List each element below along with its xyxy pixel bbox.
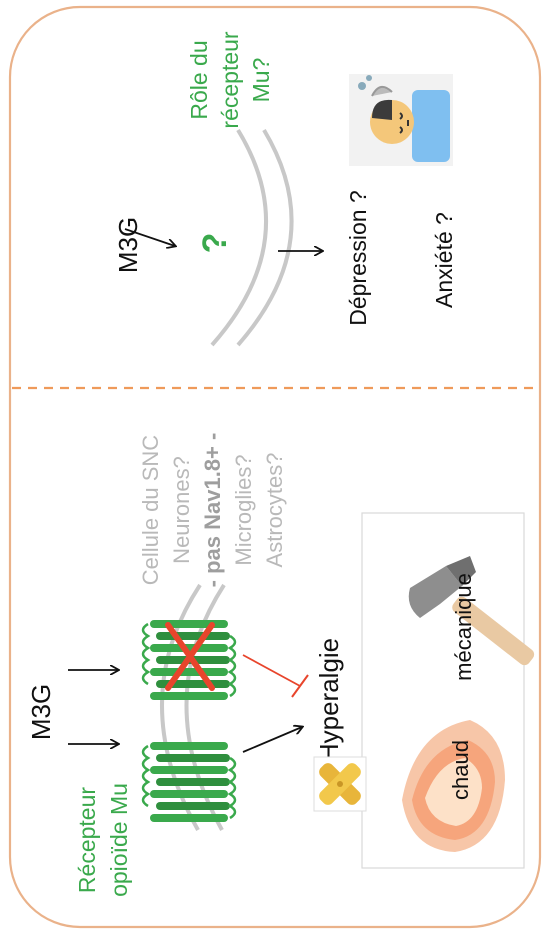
depression-label: Dépression ? — [345, 190, 371, 326]
mu-role-line-1: Rôle du — [186, 40, 212, 119]
receptor-label: Récepteur opioïde Mu — [74, 783, 132, 897]
cns-line-4: Microglies? — [231, 454, 256, 565]
cns-line-5: Astrocytes? — [262, 453, 287, 568]
red-cross-icon — [165, 622, 215, 691]
top-membrane-outer — [210, 128, 268, 347]
mu-role-line-2: récepteur — [217, 31, 243, 129]
mu-role-label: Rôle du récepteur Mu? — [186, 31, 274, 129]
question-mark: ? — [196, 233, 234, 254]
cns-line-2: Neurones? — [169, 456, 194, 564]
bandage-icon — [313, 756, 367, 812]
flame-icon — [402, 720, 505, 852]
top-membrane-inner — [236, 128, 294, 347]
depressed-person-icon — [349, 74, 453, 166]
cns-cell-label: Cellule du SNC Neurones? - pas Nav1.8+ -… — [138, 433, 287, 588]
receptor-line-2: opioïde Mu — [106, 783, 132, 897]
hammer-icon — [408, 556, 535, 666]
cns-line-1: Cellule du SNC — [138, 435, 163, 586]
top-m3g-label: M3G — [113, 217, 143, 273]
bottom-m3g-label: M3G — [26, 684, 56, 740]
mu-role-line-3: Mu? — [248, 58, 274, 103]
receptor-line-1: Récepteur — [74, 787, 100, 893]
stimulus-box — [361, 512, 525, 869]
heat-label: chaud — [448, 740, 473, 800]
top-arrow-m3g — [124, 228, 175, 246]
arrow-to-hyperalgesia — [242, 727, 302, 753]
hyperalgesia-label: Hyperalgie — [314, 638, 344, 762]
inhibition-arrow — [242, 654, 309, 698]
mu-receptor-icon — [141, 742, 237, 822]
outer-frame — [8, 5, 542, 929]
cns-line-3: - pas Nav1.8+ - — [200, 433, 225, 588]
mechanical-label: mécanique — [451, 573, 476, 681]
anxiety-label: Anxiété ? — [431, 212, 457, 308]
